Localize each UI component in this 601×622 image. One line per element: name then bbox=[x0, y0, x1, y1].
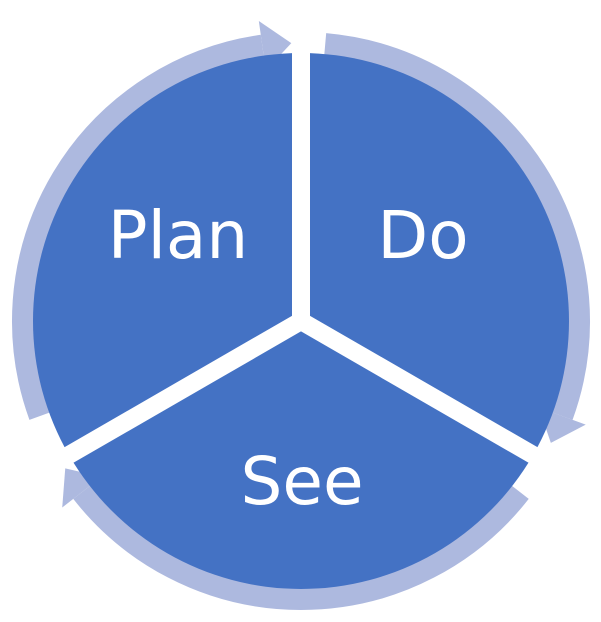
divider-lower-left bbox=[29, 313, 306, 483]
plan-label: Plan bbox=[108, 197, 248, 274]
see-label: See bbox=[240, 443, 363, 520]
divider-lower-right bbox=[296, 313, 573, 483]
do-to-see-arrow-body bbox=[324, 33, 590, 420]
plan-to-do-arrow-body bbox=[12, 34, 264, 420]
cycle-arrows bbox=[12, 20, 590, 610]
do-label: Do bbox=[377, 197, 468, 274]
segment-dividers bbox=[29, 13, 573, 483]
see-to-plan-arrow-body bbox=[73, 485, 529, 610]
